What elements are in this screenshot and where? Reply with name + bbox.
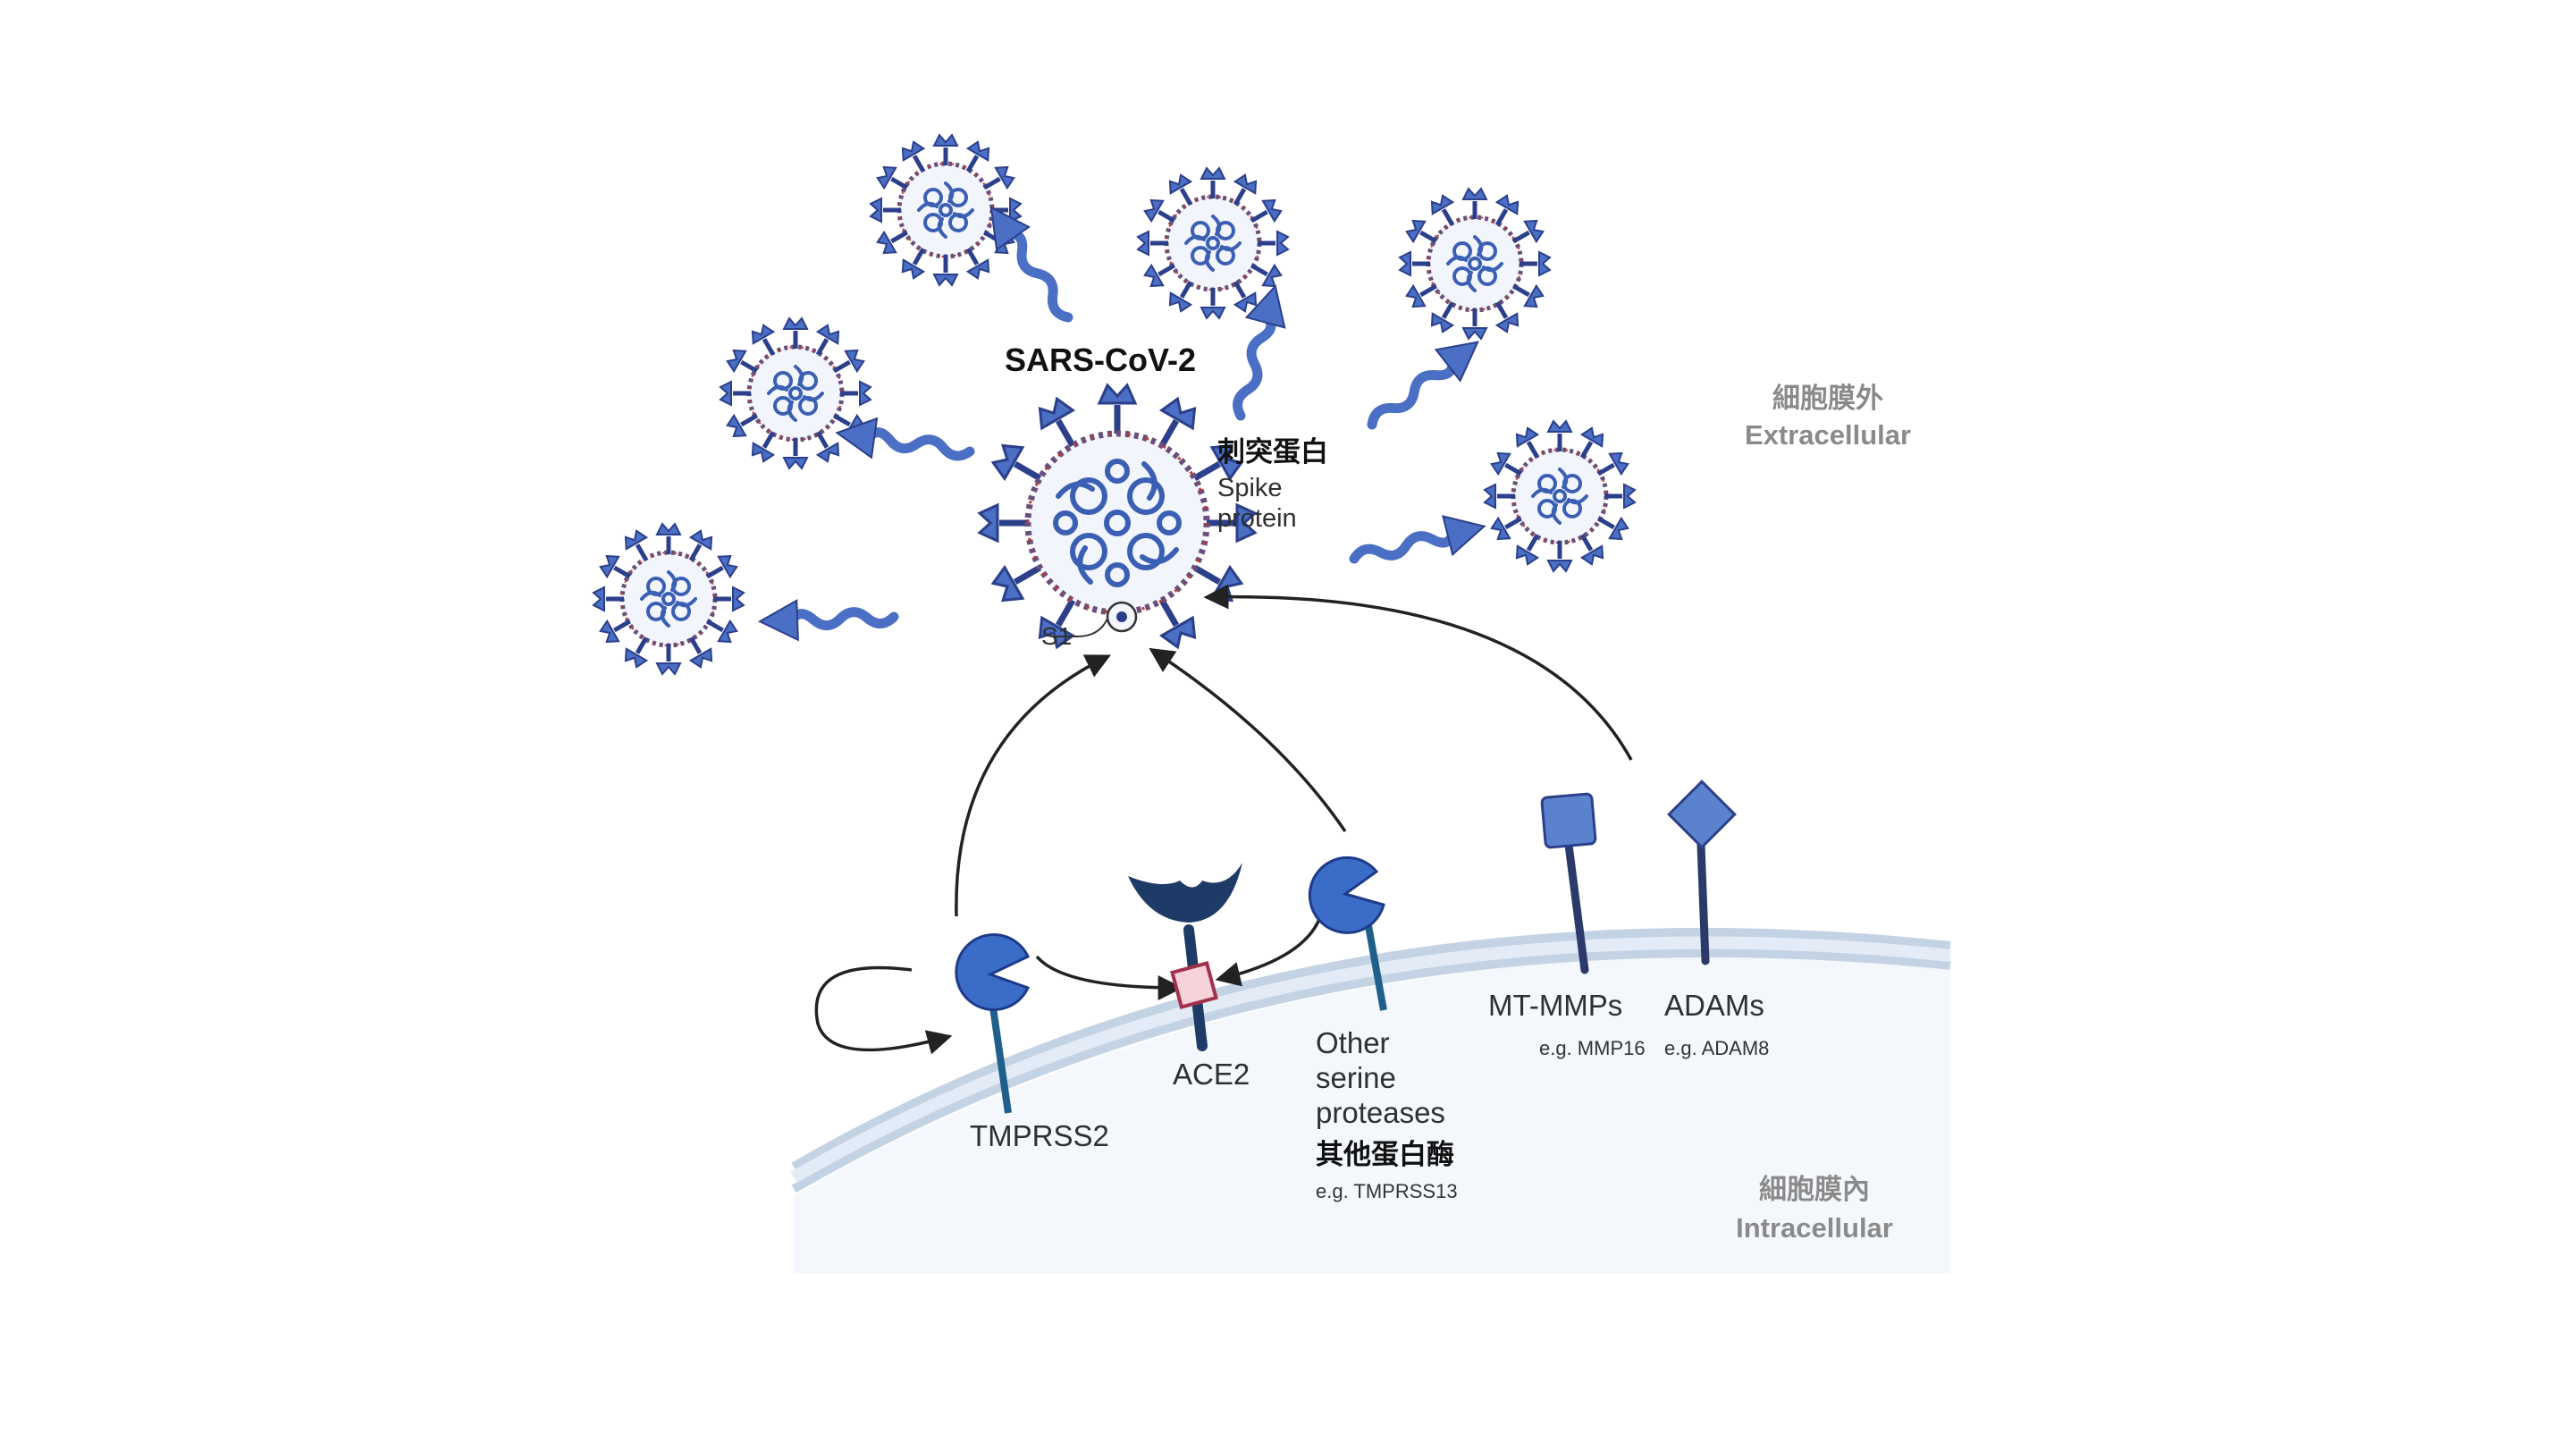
virus-particle-4 [720,318,871,468]
other-proteases-line2: serine [1316,1061,1396,1094]
intracellular-label-zh: 細胞膜內 [1759,1174,1870,1205]
arrow-other-to-spike [1149,647,1347,832]
arrow-mmp-to-spike [1203,584,1633,761]
other-proteases-example: e.g. TMPRSS13 [1316,1180,1458,1202]
other-serine-protease [1308,856,1387,1011]
other-proteases-zh: 其他蛋白酶 [1316,1139,1454,1170]
release-arrow-5 [1350,507,1489,577]
virus-particle-1 [871,135,1021,285]
ace2-receptor [1128,863,1242,1051]
spike-label-line2: protein [1217,504,1297,533]
adams-example: e.g. ADAM8 [1664,1037,1770,1059]
mt-mmps-example: e.g. MMP16 [1539,1037,1646,1059]
arrow-tmprss2-autoactivation [814,965,953,1055]
arrow-tmprss2-to-ace2 [1035,955,1183,1000]
other-proteases-line3: proteases [1316,1096,1445,1129]
release-arrow-2 [1222,281,1294,420]
other-proteases-line1: Other [1316,1026,1390,1059]
extracellular-label-en: Extracellular [1744,419,1912,451]
adams-label: ADAMs [1664,989,1764,1022]
virus-title: SARS-CoV-2 [1005,341,1197,378]
release-arrow-6 [759,597,894,641]
mt-mmp-protein [1540,792,1597,974]
intracellular-label-en: Intracellular [1736,1212,1893,1243]
spike-label-zh: 刺突蛋白 [1217,436,1328,468]
extracellular-label-zh: 細胞膜外 [1772,383,1883,414]
mt-mmps-label: MT-MMPs [1488,989,1623,1022]
adam-protein [1667,780,1737,965]
virus-particle-5 [1485,421,1635,571]
s1-subunit-marker [1055,601,1138,637]
s1-label: S1 [1041,622,1073,650]
release-arrow-3 [1360,326,1489,440]
tmprss2-label: TMPRSS2 [970,1119,1109,1152]
release-arrow-1 [975,197,1084,329]
ace2-label: ACE2 [1173,1058,1250,1091]
spike-label-line1: Spike [1217,474,1283,502]
virus-particle-3 [1400,189,1550,339]
arrow-tmprss2-to-spike [955,654,1112,917]
virus-particle-6 [593,524,744,674]
cell-membrane [790,927,1951,1274]
tmprss2-protease [955,933,1031,1114]
